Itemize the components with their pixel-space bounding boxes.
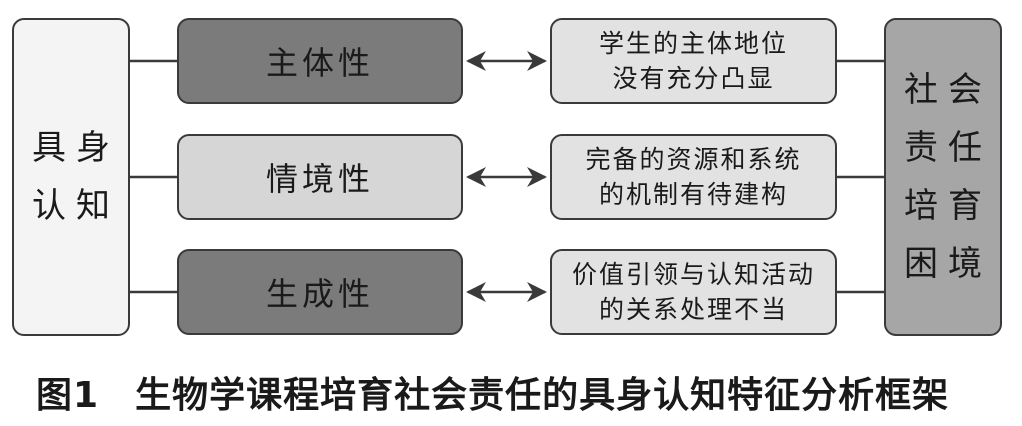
problem-box-1: 学生的主体地位 没有充分凸显 [550, 18, 837, 104]
dimension-label: 生成性 [265, 275, 374, 313]
dimension-label: 主体性 [265, 44, 374, 82]
problem-box-3: 价值引领与认知活动 的关系处理不当 [550, 249, 837, 335]
figure-caption: 图1 生物学课程培育社会责任的具身认知特征分析框架 [36, 366, 1016, 418]
problem-text: 完备的资源和系统 的机制有待建构 [585, 145, 802, 209]
dimension-box-situatedness: 情境性 [177, 134, 463, 220]
problem-text: 学生的主体地位 没有充分凸显 [598, 29, 788, 93]
social-responsibility-dilemma-label: 社会 责任 培育 困境 [904, 70, 992, 284]
embodied-cognition-box: 具身 认知 [12, 18, 130, 336]
dimension-label: 情境性 [265, 160, 374, 198]
dimension-box-generativity: 生成性 [177, 249, 463, 335]
embodied-cognition-label: 具身 认知 [32, 128, 120, 226]
figure-number: 图1 [36, 375, 100, 416]
social-responsibility-dilemma-box: 社会 责任 培育 困境 [884, 18, 1002, 336]
figure-title: 生物学课程培育社会责任的具身认知特征分析框架 [135, 375, 950, 416]
dimension-box-subjectivity: 主体性 [177, 18, 463, 104]
problem-text: 价值引领与认知活动 的关系处理不当 [571, 260, 815, 324]
problem-box-2: 完备的资源和系统 的机制有待建构 [550, 134, 837, 220]
